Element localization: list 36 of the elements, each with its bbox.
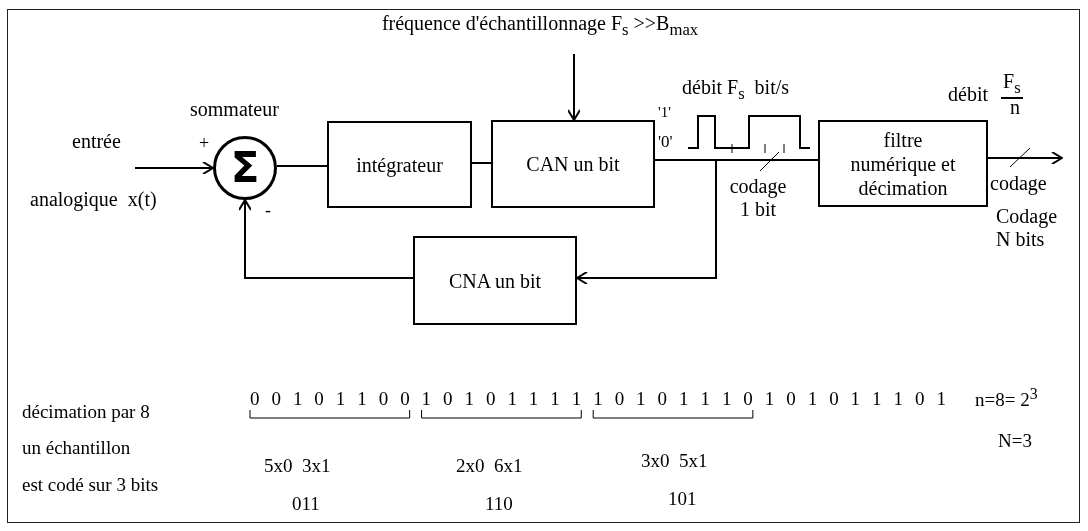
connector-arrow	[134, 161, 214, 175]
input-label: entrée	[72, 130, 121, 152]
process-box: CNA un bit	[413, 236, 577, 325]
text-label: débit	[948, 83, 988, 106]
text-label: F$_{s}$	[1001, 70, 1023, 100]
process-box: intégrateur	[327, 121, 472, 208]
text-label: 2x0 6x1	[456, 455, 523, 477]
text-label: codage 1 bit	[728, 175, 788, 221]
text-label: Codage N bits	[996, 205, 1059, 251]
text-label: N=3	[998, 430, 1032, 452]
input-label: analogique x(t)	[30, 188, 157, 210]
connector-arrow	[238, 199, 414, 279]
text-label: '1'	[658, 104, 671, 122]
connector-arrow	[567, 53, 581, 121]
process-box: filtre numérique et décimation	[818, 120, 988, 207]
text-label: est codé sur 3 bits	[22, 474, 159, 496]
text-label: '0'	[658, 132, 673, 152]
sign-label: +	[199, 133, 210, 154]
text-label: débit F$_{s}$ bit/s	[682, 76, 790, 104]
text-label: 011	[292, 493, 320, 515]
connector-arrow	[576, 159, 717, 285]
connector-arrow	[987, 151, 1063, 165]
bit-sequence: 0 0 1 0 1 1 0 0 1 0 1 0 1 1 1 1 1 0 1 0 1 1 1 0 1 0 1 0 1 1 1 0 1	[250, 388, 950, 410]
text-label: 110	[485, 493, 513, 515]
text-label: un échantillon	[22, 437, 131, 459]
sampling-frequency-label: fréquence d'échantillonnage F$_{s}$ >>B$_{max}$	[381, 12, 699, 40]
text-label: décimation par 8	[22, 401, 150, 423]
process-box: CAN un bit	[491, 120, 655, 208]
text-label: 5x0 3x1	[264, 455, 331, 477]
text-label: 3x0 5x1	[641, 450, 708, 472]
node-caption: sommateur	[190, 98, 279, 121]
text-label: codage	[990, 172, 1047, 195]
text-label: n=8= 2$^{3}$	[975, 385, 1038, 412]
text-label: 101	[668, 488, 697, 510]
summing-junction-circle: Σ	[213, 136, 277, 200]
sign-label: -	[265, 200, 271, 221]
